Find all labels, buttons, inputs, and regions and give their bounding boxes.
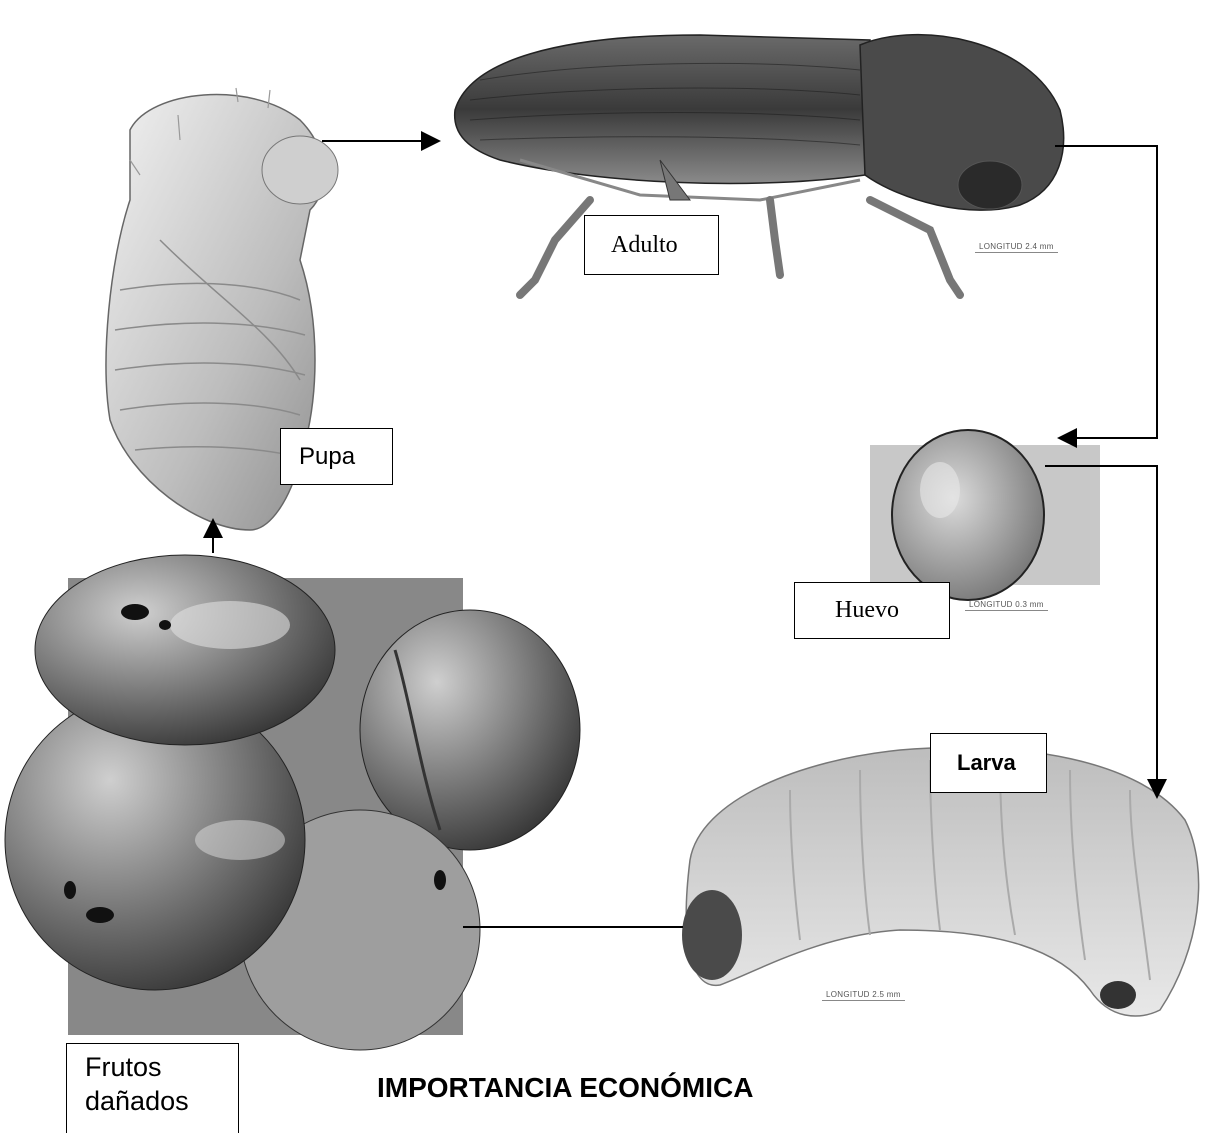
label-frutos-danados: Frutos dañados bbox=[66, 1043, 239, 1133]
label-pupa-text: Pupa bbox=[299, 443, 355, 471]
egg-illustration bbox=[870, 430, 1100, 600]
label-adulto-text: Adulto bbox=[611, 232, 678, 259]
label-pupa: Pupa bbox=[280, 428, 393, 485]
damaged-fruits-illustration bbox=[5, 555, 580, 1050]
adult-beetle-illustration bbox=[455, 35, 1064, 295]
scale-label-huevo: LONGITUD 0.3 mm bbox=[965, 600, 1048, 611]
label-huevo-text: Huevo bbox=[835, 597, 899, 624]
scale-label-adulto: LONGITUD 2.4 mm bbox=[975, 242, 1058, 253]
arrow-adulto-to-huevo bbox=[1055, 146, 1157, 438]
label-larva: Larva bbox=[930, 733, 1047, 793]
label-larva-text: Larva bbox=[957, 750, 1016, 776]
label-adulto: Adulto bbox=[584, 215, 719, 275]
section-heading: IMPORTANCIA ECONÓMICA bbox=[377, 1072, 753, 1104]
scale-label-larva: LONGITUD 2.5 mm bbox=[822, 990, 905, 1001]
label-frutos-danados-text: Frutos dañados bbox=[85, 1050, 215, 1118]
label-huevo: Huevo bbox=[794, 582, 950, 639]
